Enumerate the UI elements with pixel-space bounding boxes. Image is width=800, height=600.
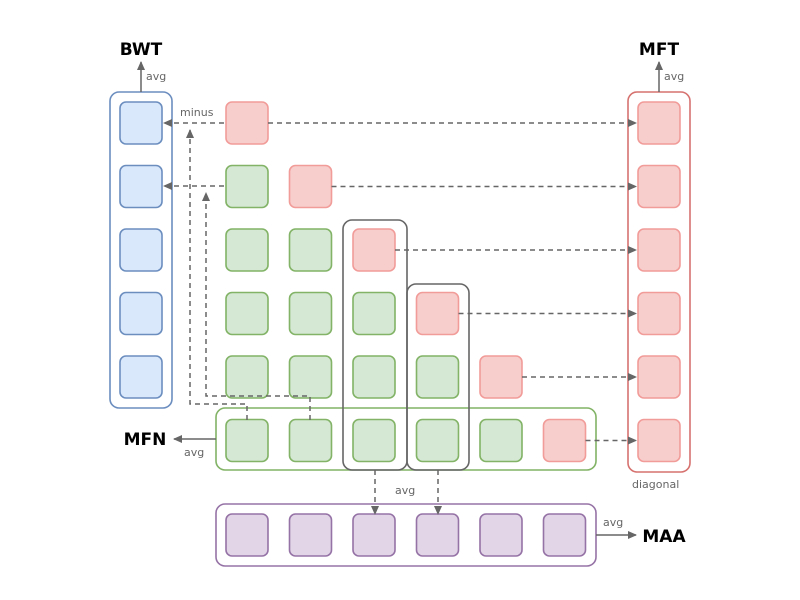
matrix-cell	[225, 418, 269, 463]
mft-cell	[637, 355, 681, 399]
mfn-label: MFN	[124, 430, 167, 450]
col-avg-label: avg	[395, 484, 415, 497]
bwt-cell	[119, 164, 163, 209]
matrix-cell	[225, 228, 269, 272]
matrix-cell	[352, 418, 396, 463]
maa-cell	[352, 513, 396, 557]
mft-cell	[637, 291, 681, 336]
diagonal-to-mft-arrows	[268, 119, 637, 445]
maa-label: MAA	[642, 527, 686, 547]
maa-cell	[542, 513, 587, 557]
mft-cell	[637, 228, 681, 272]
matrix-cell	[225, 291, 269, 336]
matrix-cell	[225, 355, 269, 399]
bwt-cells	[119, 101, 163, 399]
mft-cell	[637, 164, 681, 209]
bwt-cell	[119, 291, 163, 336]
matrix-cell	[288, 355, 333, 399]
maa-cell	[225, 513, 269, 557]
maa-container	[215, 503, 597, 567]
mft-cells	[637, 101, 681, 463]
bwt-cell	[119, 101, 163, 145]
bwt-label: BWT	[120, 40, 163, 60]
matrix-cells	[225, 101, 587, 463]
mft-label: MFT	[639, 40, 680, 60]
mft-cell	[637, 418, 681, 463]
mfn-to-bwt-path-1	[186, 129, 248, 420]
mfn-to-bwt-path-2	[202, 192, 311, 420]
matrix-cell	[225, 164, 269, 209]
diagonal-cell	[288, 164, 333, 209]
diagonal-cell	[352, 228, 396, 272]
maa-cell	[479, 513, 523, 557]
mfn-avg-label: avg	[184, 446, 204, 459]
diagonal-cell	[225, 101, 269, 145]
minus-label: minus	[180, 106, 214, 119]
matrix-cell	[352, 291, 396, 336]
diagonal-cell	[415, 291, 460, 336]
diagonal-cell	[479, 355, 523, 399]
maa-cell	[288, 513, 333, 557]
mfn-row-outline	[215, 407, 597, 471]
mft-container	[627, 91, 691, 473]
mft-avg-label: avg	[664, 70, 684, 83]
matrix-cell	[352, 355, 396, 399]
diagonal-label: diagonal	[632, 478, 679, 491]
bwt-avg-label: avg	[146, 70, 166, 83]
maa-avg-label: avg	[603, 516, 623, 529]
matrix-cell	[415, 418, 460, 463]
matrix-cell	[288, 418, 333, 463]
mft-cell	[637, 101, 681, 145]
matrix-cell	[415, 355, 460, 399]
matrix-cell	[288, 291, 333, 336]
diagonal-cell	[542, 418, 587, 463]
bwt-cell	[119, 355, 163, 399]
matrix-cell	[479, 418, 523, 463]
bwt-cell	[119, 228, 163, 272]
matrix-cell	[288, 228, 333, 272]
maa-cells	[225, 513, 587, 557]
maa-cell	[415, 513, 460, 557]
